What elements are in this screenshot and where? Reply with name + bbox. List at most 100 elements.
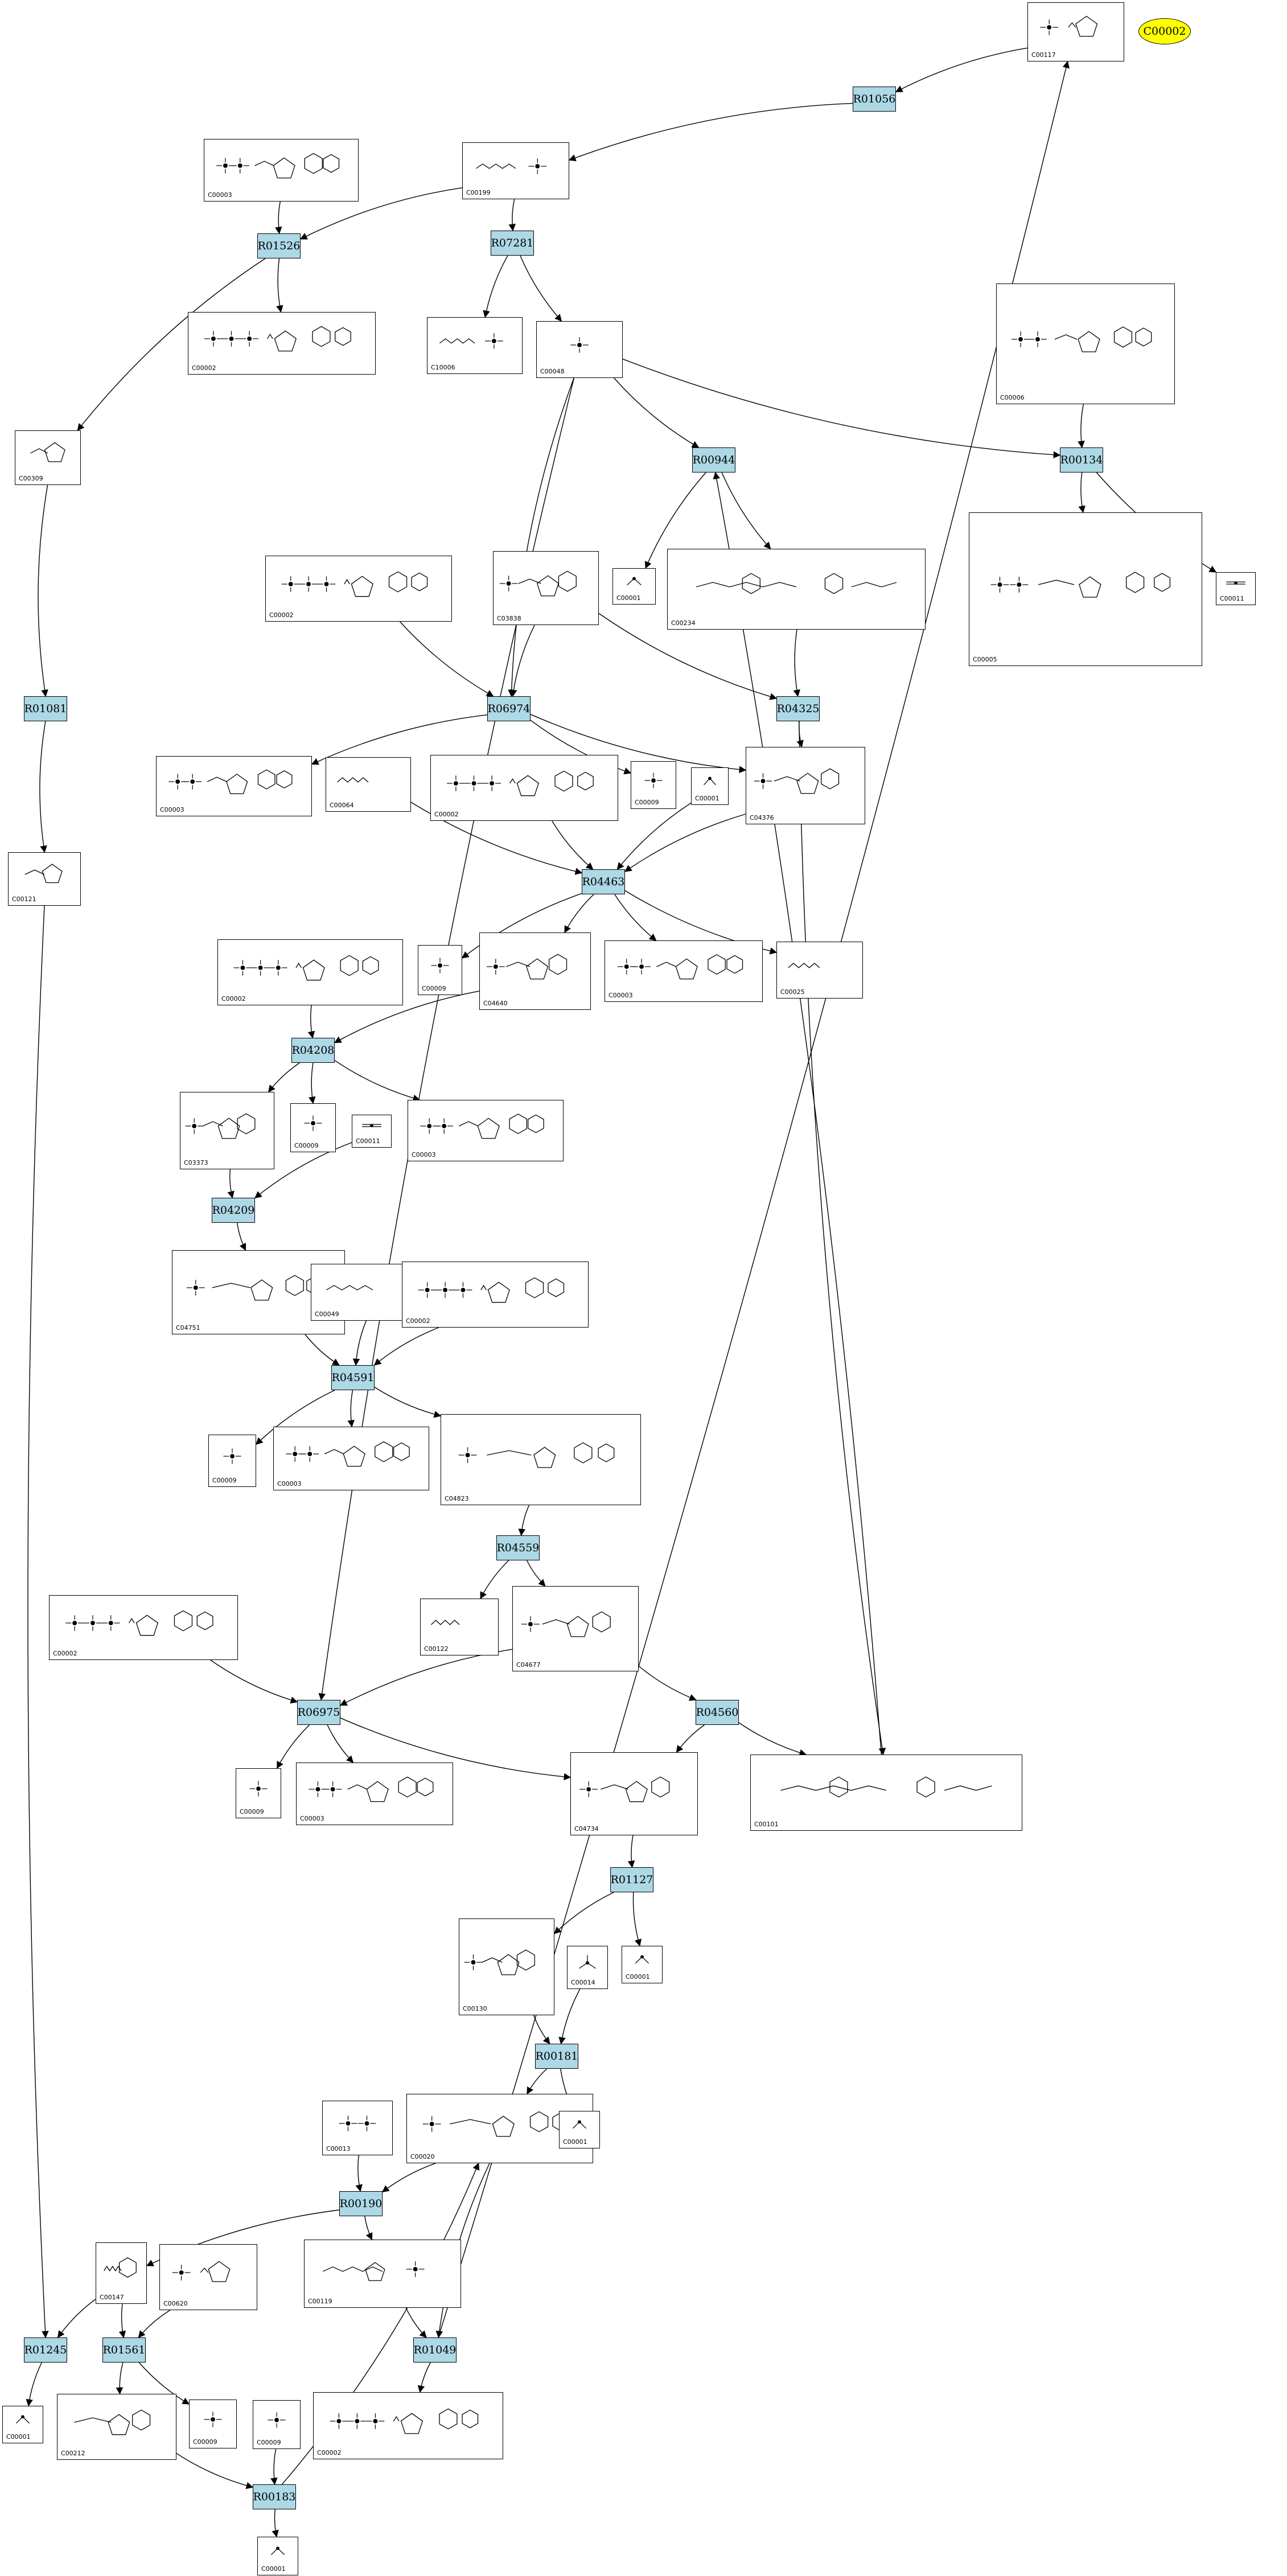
edge-r00181-to-c00020 [527, 2068, 548, 2095]
compound-node-c04823[interactable]: C04823 [441, 1414, 641, 1505]
compound-node-c00003[interactable]: C00003 [408, 1100, 564, 1161]
compound-node-c00009[interactable]: C00009 [236, 1768, 281, 1818]
reaction-node-r01561[interactable]: R01561 [102, 2337, 146, 2363]
edge-c04677-to-r06975 [339, 1649, 513, 1706]
compound-node-c00234[interactable]: C00234 [667, 549, 926, 630]
compound-node-c00013[interactable]: C00013 [322, 2101, 393, 2155]
compound-node-c00130[interactable]: C00130 [459, 1918, 554, 2015]
reaction-node-r04209[interactable]: R04209 [212, 1198, 255, 1223]
reaction-node-r04208[interactable]: R04208 [291, 1038, 335, 1063]
compound-node-c00002[interactable]: C00002 [402, 1262, 589, 1328]
structure-drawing [571, 1950, 604, 1976]
compound-node-c00001[interactable]: C00001 [691, 767, 729, 805]
reaction-node-r06975[interactable]: R06975 [297, 1700, 340, 1725]
compound-node-c00003[interactable]: C00003 [605, 940, 763, 1002]
compound-id-label: C00003 [277, 1480, 302, 1488]
compound-node-c00199[interactable]: C00199 [462, 142, 569, 199]
compound-node-c00009[interactable]: C00009 [189, 2400, 237, 2448]
reaction-node-r00134[interactable]: R00134 [1060, 447, 1103, 473]
compound-node-c00006[interactable]: C00006 [996, 284, 1175, 404]
compound-node-c00011[interactable]: C00011 [352, 1115, 392, 1148]
reaction-node-r04325[interactable]: R04325 [776, 696, 820, 721]
edge-c00001_b-to-r04463 [616, 803, 692, 870]
compound-node-c00011[interactable]: C00011 [1216, 572, 1256, 605]
compound-node-c00001[interactable]: C00001 [2, 2406, 43, 2443]
compound-node-c00147[interactable]: C00147 [96, 2242, 147, 2304]
compound-node-c00002[interactable]: C00002 [265, 556, 452, 622]
compound-node-c00009[interactable]: C00009 [418, 945, 462, 995]
compound-id-label: C00009 [294, 1142, 319, 1149]
compound-node-c00002[interactable]: C00002 [188, 312, 376, 375]
reaction-node-r06974[interactable]: R06974 [487, 696, 531, 721]
compound-node-c00002[interactable]: C00002 [430, 755, 618, 821]
compound-node-c00002[interactable]: C00002 [49, 1595, 238, 1660]
compound-node-c00620[interactable]: C00620 [159, 2244, 257, 2310]
compound-node-c00117[interactable]: C00117 [1027, 2, 1124, 61]
compound-id-label: C00001 [616, 594, 641, 602]
edge-r00134-to-c00005 [1078, 472, 1085, 513]
reaction-node-r00190[interactable]: R00190 [339, 2191, 383, 2216]
edge-r04208-to-c03373 [268, 1062, 300, 1092]
compound-node-c00025[interactable]: C00025 [776, 942, 863, 999]
compound-node-c04734[interactable]: C04734 [570, 1752, 698, 1835]
reaction-node-r07281[interactable]: R07281 [491, 231, 534, 256]
compound-node-c00009[interactable]: C00009 [253, 2400, 301, 2449]
structure-drawing [19, 434, 77, 472]
compound-node-c00001[interactable]: C00001 [622, 1946, 663, 1983]
compound-node-c00101[interactable]: C00101 [750, 1755, 1022, 1831]
compound-id-label: C00117 [1031, 51, 1056, 59]
compound-node-c00005[interactable]: C00005 [969, 512, 1202, 666]
edge-r01049-to-c00002_g [417, 2362, 431, 2393]
compound-node-c00122[interactable]: C00122 [420, 1599, 499, 1655]
compound-node-c00014[interactable]: C00014 [567, 1946, 608, 1989]
structure-drawing [616, 572, 652, 591]
reaction-node-r04560[interactable]: R04560 [696, 1700, 739, 1725]
compound-node-c00001[interactable]: C00001 [612, 568, 656, 605]
compound-node-c03838[interactable]: C03838 [493, 551, 599, 625]
structure-drawing [563, 2115, 596, 2135]
compound-node-c00001[interactable]: C00001 [257, 2537, 298, 2575]
compound-node-c00002[interactable]: C00002 [217, 939, 403, 1005]
structure-drawing [277, 1431, 425, 1477]
compound-node-c00009[interactable]: C00009 [208, 1435, 256, 1487]
edge-r07281-to-c10006 [483, 255, 508, 318]
reaction-node-r04463[interactable]: R04463 [582, 869, 625, 894]
edge-r04591-to-c00003_e [347, 1390, 355, 1428]
compound-node-c00064[interactable]: C00064 [326, 757, 411, 812]
compound-node-c00009[interactable]: C00009 [631, 761, 676, 809]
compound-id-label: C00121 [12, 895, 36, 903]
compound-node-c00212[interactable]: C00212 [57, 2394, 176, 2460]
compound-node-c00009[interactable]: C00009 [290, 1103, 336, 1152]
compound-node-c00002[interactable]: C00002 [313, 2392, 503, 2459]
reaction-node-r01127[interactable]: R01127 [610, 1867, 653, 1892]
compound-node-c00048[interactable]: C00048 [536, 321, 623, 378]
compound-node-c04640[interactable]: C04640 [479, 932, 591, 1010]
reaction-node-r00181[interactable]: R00181 [535, 2044, 578, 2069]
compound-node-c00001[interactable]: C00001 [559, 2111, 600, 2148]
reaction-node-r01526[interactable]: R01526 [257, 233, 301, 258]
reaction-node-r04591[interactable]: R04591 [331, 1365, 375, 1390]
compound-node-c00003[interactable]: C00003 [204, 139, 359, 202]
reaction-node-r01049[interactable]: R01049 [413, 2337, 457, 2363]
compound-node-c00003[interactable]: C00003 [273, 1427, 429, 1490]
compound-node-c10006[interactable]: C10006 [427, 317, 523, 374]
reaction-node-r01081[interactable]: R01081 [24, 696, 67, 721]
compound-node-c00003[interactable]: C00003 [156, 756, 312, 816]
start-compound-badge[interactable]: C00002 [1138, 18, 1191, 44]
compound-node-c00121[interactable]: C00121 [8, 852, 81, 906]
edge-c03373-to-r04209 [227, 1169, 235, 1199]
reaction-node-r01056[interactable]: R01056 [853, 87, 896, 112]
structure-drawing [671, 553, 922, 617]
compound-node-c04376[interactable]: C04376 [746, 747, 865, 824]
reaction-node-r04559[interactable]: R04559 [496, 1535, 540, 1560]
reaction-node-r01245[interactable]: R01245 [24, 2337, 67, 2363]
reaction-node-r00944[interactable]: R00944 [692, 447, 735, 473]
reaction-node-r00183[interactable]: R00183 [253, 2484, 296, 2509]
compound-node-c00003[interactable]: C00003 [296, 1762, 453, 1825]
compound-node-c00020[interactable]: C00020 [406, 2094, 593, 2163]
compound-node-c00309[interactable]: C00309 [15, 430, 81, 485]
compound-node-c03373[interactable]: C03373 [180, 1092, 274, 1169]
compound-node-c04677[interactable]: C04677 [512, 1586, 639, 1671]
compound-node-c00119[interactable]: C00119 [304, 2240, 461, 2308]
